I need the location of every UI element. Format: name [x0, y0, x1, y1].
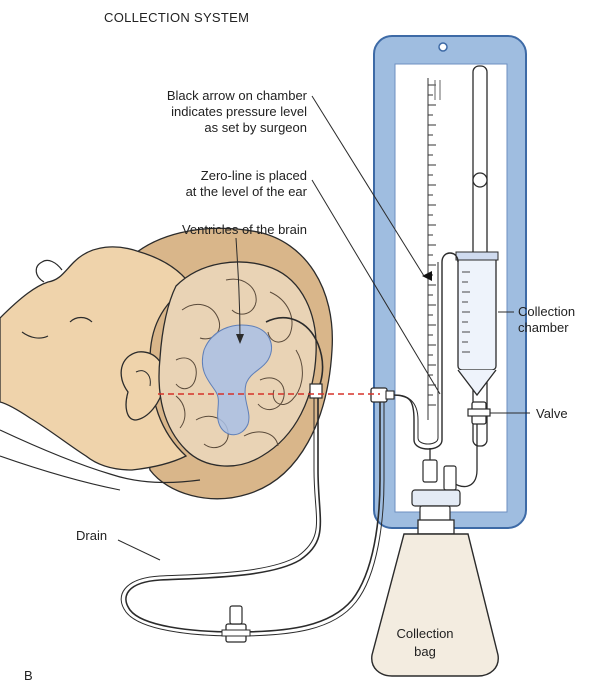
diagram-title: COLLECTION SYSTEM [104, 10, 249, 25]
collection-chamber-label-line1: Collection [518, 304, 575, 319]
drain-label: Drain [76, 528, 107, 543]
collection-chamber [456, 252, 498, 395]
black-arrow-label-line3: as set by surgeon [204, 120, 307, 135]
hanging-hole-icon [439, 43, 447, 51]
black-arrow-label-line2: indicates pressure level [171, 104, 307, 119]
ventricles-label: Ventricles of the brain [182, 222, 307, 237]
collection-system-panel [371, 36, 526, 528]
zero-line-label-line2: at the level of the ear [186, 184, 308, 199]
black-arrow-label-line1: Black arrow on chamber [167, 88, 308, 103]
valve-label: Valve [536, 406, 568, 421]
skull-entry-clamp [310, 384, 322, 398]
collection-chamber-label-line2: chamber [518, 320, 569, 335]
collection-bag-label-line1: Collection [396, 626, 453, 641]
panel-letter: B [24, 668, 33, 683]
drain-stopcock [222, 606, 250, 642]
filter-bulb-icon [473, 173, 487, 187]
collection-bag-label-line2: bag [414, 644, 436, 659]
zero-line-label-line1: Zero-line is placed [201, 168, 307, 183]
